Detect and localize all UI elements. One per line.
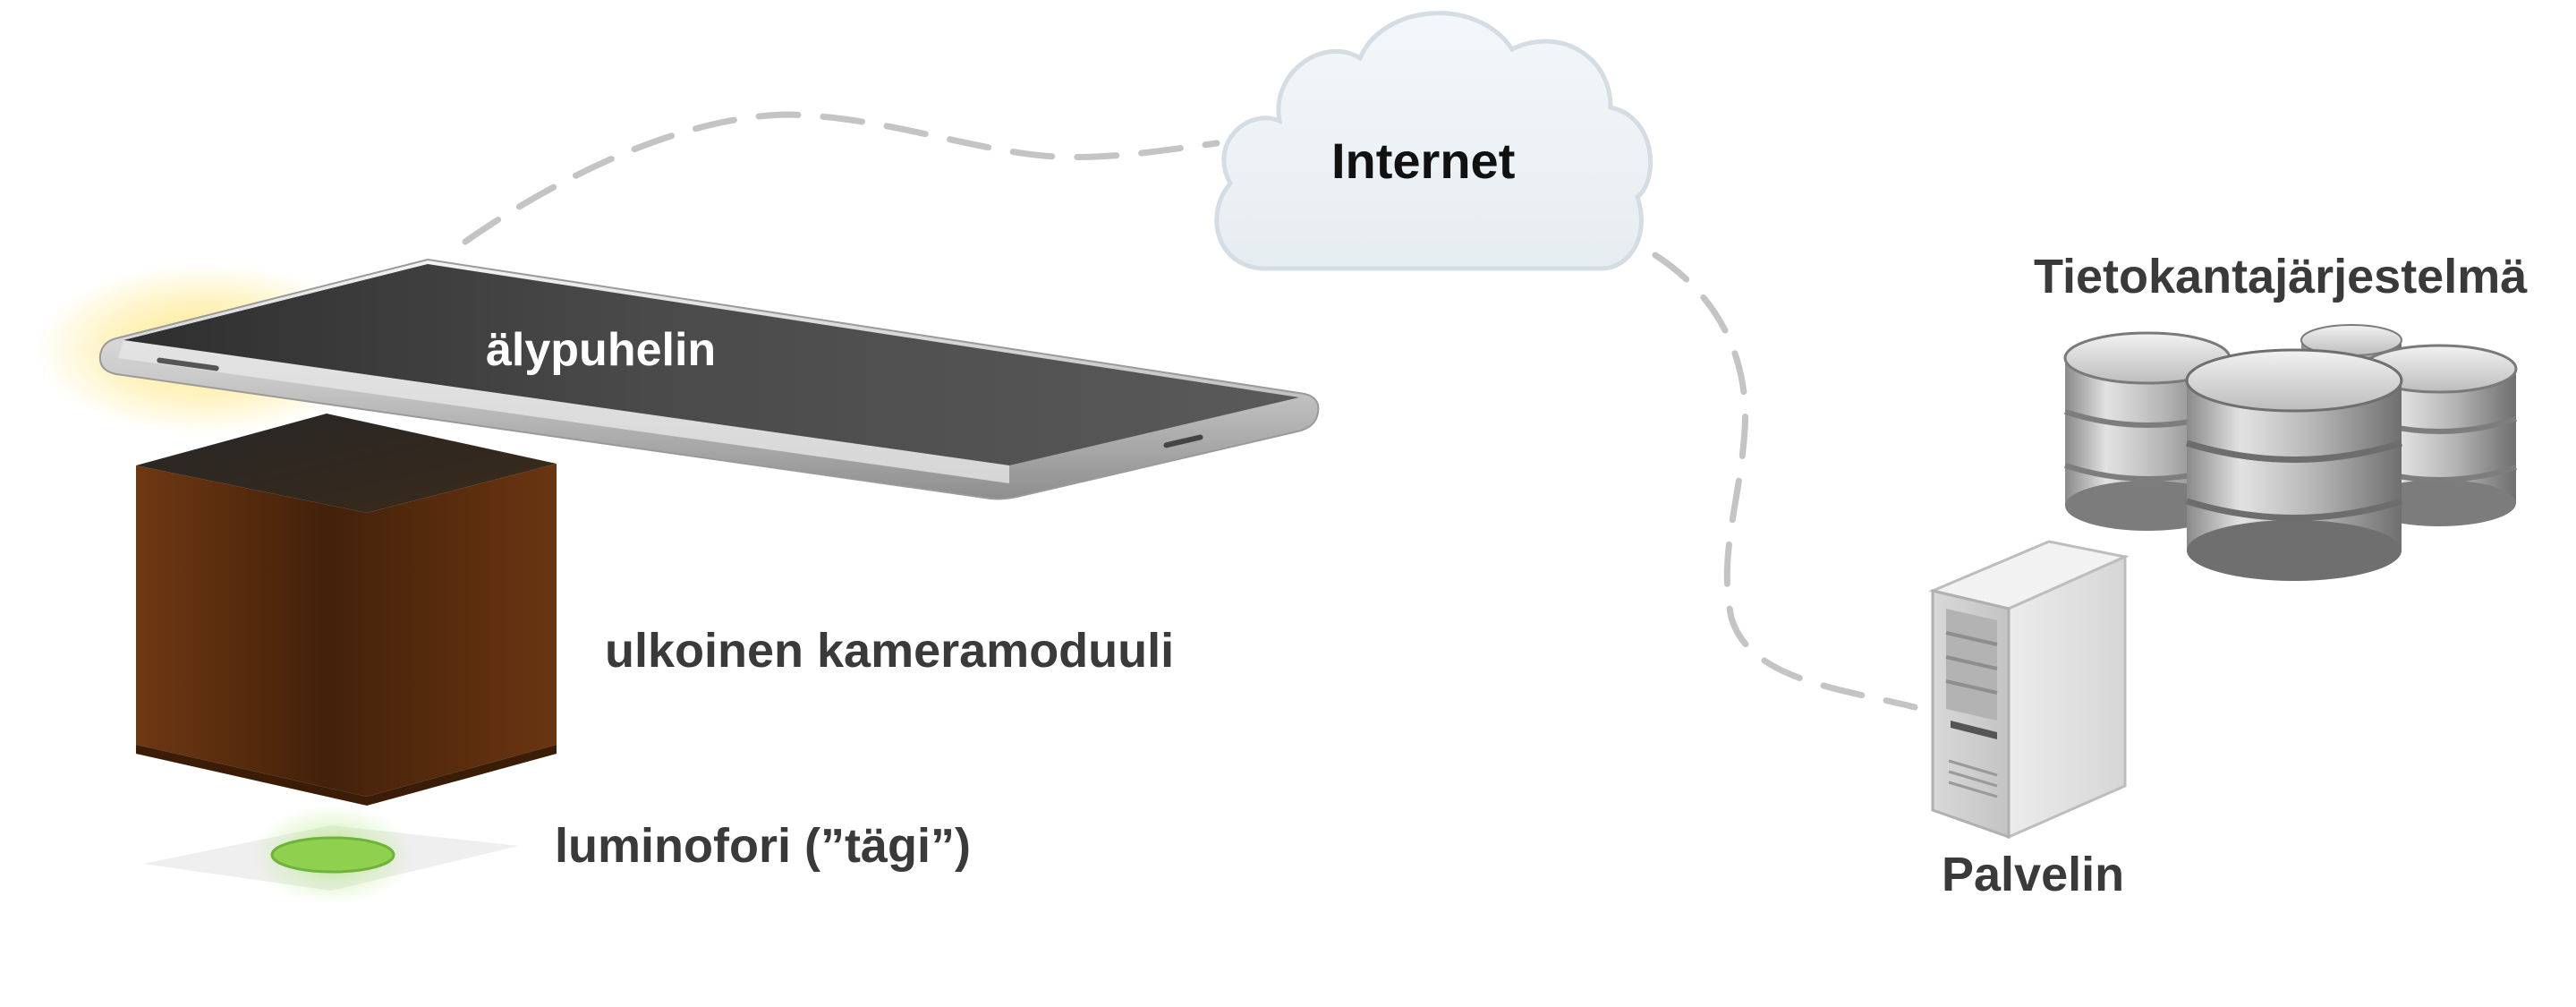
database-icon (2063, 324, 2518, 581)
phosphor-label: luminofori (”tägi”) (555, 819, 971, 873)
database-cylinder-front (2185, 348, 2403, 581)
smartphone-label: älypuhelin (486, 324, 717, 376)
server-label: Palvelin (1942, 848, 2125, 901)
internet-server-link (1652, 252, 1918, 711)
database-label: Tietokantajärjestelmä (2034, 250, 2528, 303)
internet-label: Internet (1331, 132, 1516, 189)
phosphor-tag-icon (143, 806, 519, 904)
phone-internet-link (462, 111, 1220, 245)
camera-label: ulkoinen kameramoduuli (605, 624, 1175, 678)
cloud-icon (1214, 11, 1654, 271)
camera-module-icon (136, 414, 557, 806)
server-icon (1928, 540, 2130, 840)
smartphone-icon (98, 258, 1320, 500)
